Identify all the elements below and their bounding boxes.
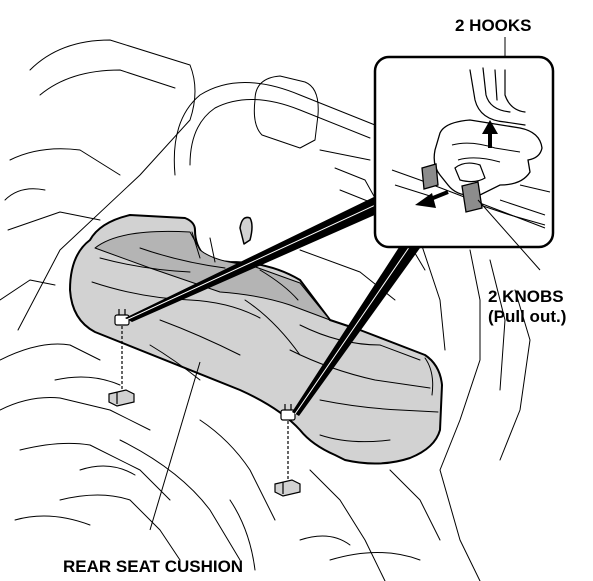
- cushion-body: [69, 214, 443, 465]
- callout-lines: [125, 195, 420, 416]
- arrow-pull-out-icon: [415, 190, 449, 208]
- hook-icon: [280, 404, 296, 421]
- label-knobs: 2 KNOBS: [488, 287, 564, 306]
- knob-left: [421, 163, 439, 190]
- headrest: [253, 75, 319, 149]
- label-knobs-note: (Pull out.): [488, 307, 566, 326]
- inset-detail: [373, 55, 555, 249]
- arrow-up-icon: [482, 120, 498, 148]
- seatbelt-tab: [239, 216, 253, 245]
- leader-lines: [149, 37, 541, 531]
- floor-bracket-right: [274, 421, 301, 497]
- rear-seat-cushion: [69, 214, 443, 465]
- floor-bracket-left: [108, 326, 135, 407]
- car-interior-outline: [0, 39, 531, 581]
- label-rear-seat-cushion: REAR SEAT CUSHION: [63, 557, 243, 576]
- label-hooks: 2 HOOKS: [455, 16, 532, 35]
- knob-right: [461, 181, 483, 213]
